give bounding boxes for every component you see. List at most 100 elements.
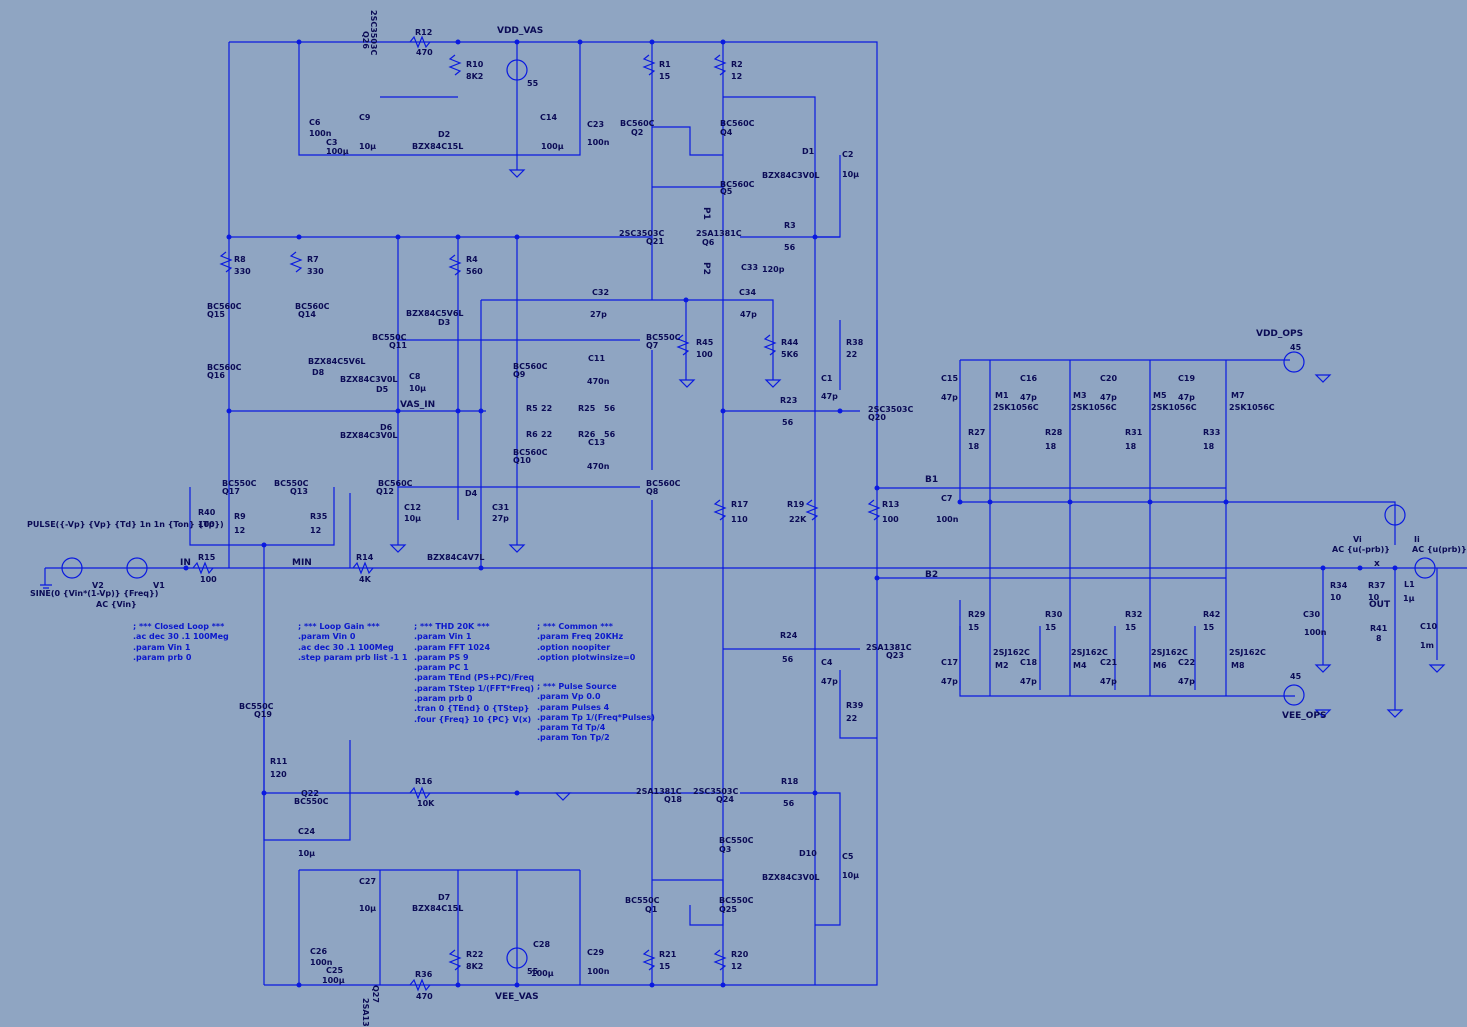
resistors-label: R17: [731, 500, 749, 509]
resistors-label: 56: [604, 404, 616, 413]
resistors-label: 56: [783, 799, 795, 808]
capacitors-label: C15: [941, 374, 959, 383]
resistors-label: R14: [356, 553, 374, 562]
transistors-label: Q25: [719, 905, 737, 914]
mosfets-label: M2: [995, 661, 1009, 670]
diodes-label: BZX84C3V0L: [762, 873, 820, 882]
resistors-label: R21: [659, 950, 677, 959]
transistors-label: BC550C: [274, 479, 309, 488]
resistors-label: 100: [200, 575, 217, 584]
capacitors-label: 100n: [936, 515, 959, 524]
capacitors-label: C21: [1100, 658, 1118, 667]
transistors-label: BC560C: [295, 302, 330, 311]
resistors-label: 4K: [359, 575, 371, 584]
transistors-label: Q24: [716, 795, 734, 804]
capacitors-label: 100n: [587, 967, 610, 976]
resistors-label: 15: [1203, 623, 1215, 632]
capacitors-label: 27p: [590, 310, 607, 319]
diodes-label: D5: [376, 385, 389, 394]
mosfets-label: 2SJ162C: [1151, 648, 1188, 657]
resistors-label: 470: [416, 48, 433, 57]
resistors-label: R2: [731, 60, 743, 69]
nets-label: P2: [701, 262, 711, 275]
diodes-label: D6: [380, 423, 393, 432]
resistors-label: R6: [526, 430, 538, 439]
resistors-label: 10: [1330, 593, 1342, 602]
capacitors-label: 47p: [941, 393, 958, 402]
sources-label: 55: [527, 967, 539, 976]
resistors-label: 18: [1203, 442, 1215, 451]
transistors-label: Q21: [646, 237, 664, 246]
transistors-label: 2SA1381C: [866, 643, 912, 652]
resistors-label: 560: [466, 267, 483, 276]
capacitors-label: C9: [359, 113, 371, 122]
capacitors-label: C33: [741, 263, 759, 272]
resistors-label: 470: [416, 992, 433, 1001]
directive-loop-gain: ; *** Loop Gain *** .param Vin 0 .ac dec…: [298, 622, 408, 662]
transistors-label: Q23: [886, 651, 904, 660]
transistors-label: Q3: [719, 845, 732, 854]
resistors-label: 8K2: [466, 72, 484, 81]
transistors-label: BC560C: [720, 119, 755, 128]
sources-label: AC {u(prb)}: [1412, 545, 1467, 554]
diodes-label: D2: [438, 130, 451, 139]
transistors-label: Q14: [298, 310, 316, 319]
mosfets-label: 2SJ162C: [1229, 648, 1266, 657]
capacitors-label: 27p: [492, 514, 509, 523]
diodes-label: D10: [799, 849, 817, 858]
mosfets-label: M4: [1073, 661, 1087, 670]
capacitors-label: C11: [588, 354, 606, 363]
transistors-label: BC550C: [372, 333, 407, 342]
resistors-label: R33: [1203, 428, 1221, 437]
transistors-label: 2SC3503C: [693, 787, 739, 796]
resistors-label: R16: [415, 777, 433, 786]
diodes-label: D3: [438, 318, 451, 327]
capacitors-label: 10µ: [298, 849, 316, 858]
transistors-label: Q4: [720, 128, 733, 137]
resistors-label: R38: [846, 338, 864, 347]
transistors-label: Q18: [664, 795, 682, 804]
resistors-label: R28: [1045, 428, 1063, 437]
transistors-label: Q7: [646, 341, 659, 350]
mosfets-label: M7: [1231, 391, 1245, 400]
resistors-label: R40: [198, 508, 216, 517]
nets-label: VDD_VAS: [497, 26, 544, 36]
nets-label: IN: [180, 558, 191, 568]
capacitors-label: C25: [326, 966, 344, 975]
resistors-label: R36: [415, 970, 433, 979]
capacitors-label: 10µ: [404, 514, 422, 523]
resistors-label: R15: [198, 553, 216, 562]
resistors-label: 8: [1376, 634, 1382, 643]
diodes-label: BZX84C3V0L: [340, 375, 398, 384]
nets-label: MIN: [292, 558, 312, 568]
inductors-label: 1µ: [1403, 594, 1415, 603]
nets-label: x: [1374, 559, 1380, 569]
sources-label: Ii: [1414, 535, 1420, 544]
transistors-label: BC560C: [513, 448, 548, 457]
transistors-label: Q2: [631, 128, 644, 137]
transistors-label: 2SC3503C: [619, 229, 665, 238]
transistors-label: Q22: [301, 789, 319, 798]
resistors-label: R12: [415, 28, 433, 37]
resistors-label: R7: [307, 255, 319, 264]
nets-label: VEE_VAS: [495, 992, 539, 1002]
diodes-label: BZX84C5V6L: [308, 357, 366, 366]
diodes-label: BZX84C15L: [412, 142, 464, 151]
transistors-label: Q8: [646, 487, 659, 496]
sources-label: 55: [527, 79, 539, 88]
sources-label: PULSE({-Vp} {Vp} {Td} 1n 1n {Ton} {Tp}): [27, 520, 224, 529]
resistors-label: R29: [968, 610, 986, 619]
resistors-label: R11: [270, 757, 288, 766]
capacitors-label: C1: [821, 374, 833, 383]
capacitors-label: 47p: [1178, 393, 1195, 402]
nets-label: B2: [925, 570, 939, 580]
resistors-label: R24: [780, 631, 798, 640]
resistors-label: 15: [968, 623, 980, 632]
resistors-label: R45: [696, 338, 714, 347]
resistors-label: R9: [234, 512, 246, 521]
transistors-label: BC550C: [294, 797, 329, 806]
nets-label: P1: [701, 207, 711, 220]
transistors-label: BC560C: [720, 180, 755, 189]
transistors-label: BC550C: [719, 896, 754, 905]
